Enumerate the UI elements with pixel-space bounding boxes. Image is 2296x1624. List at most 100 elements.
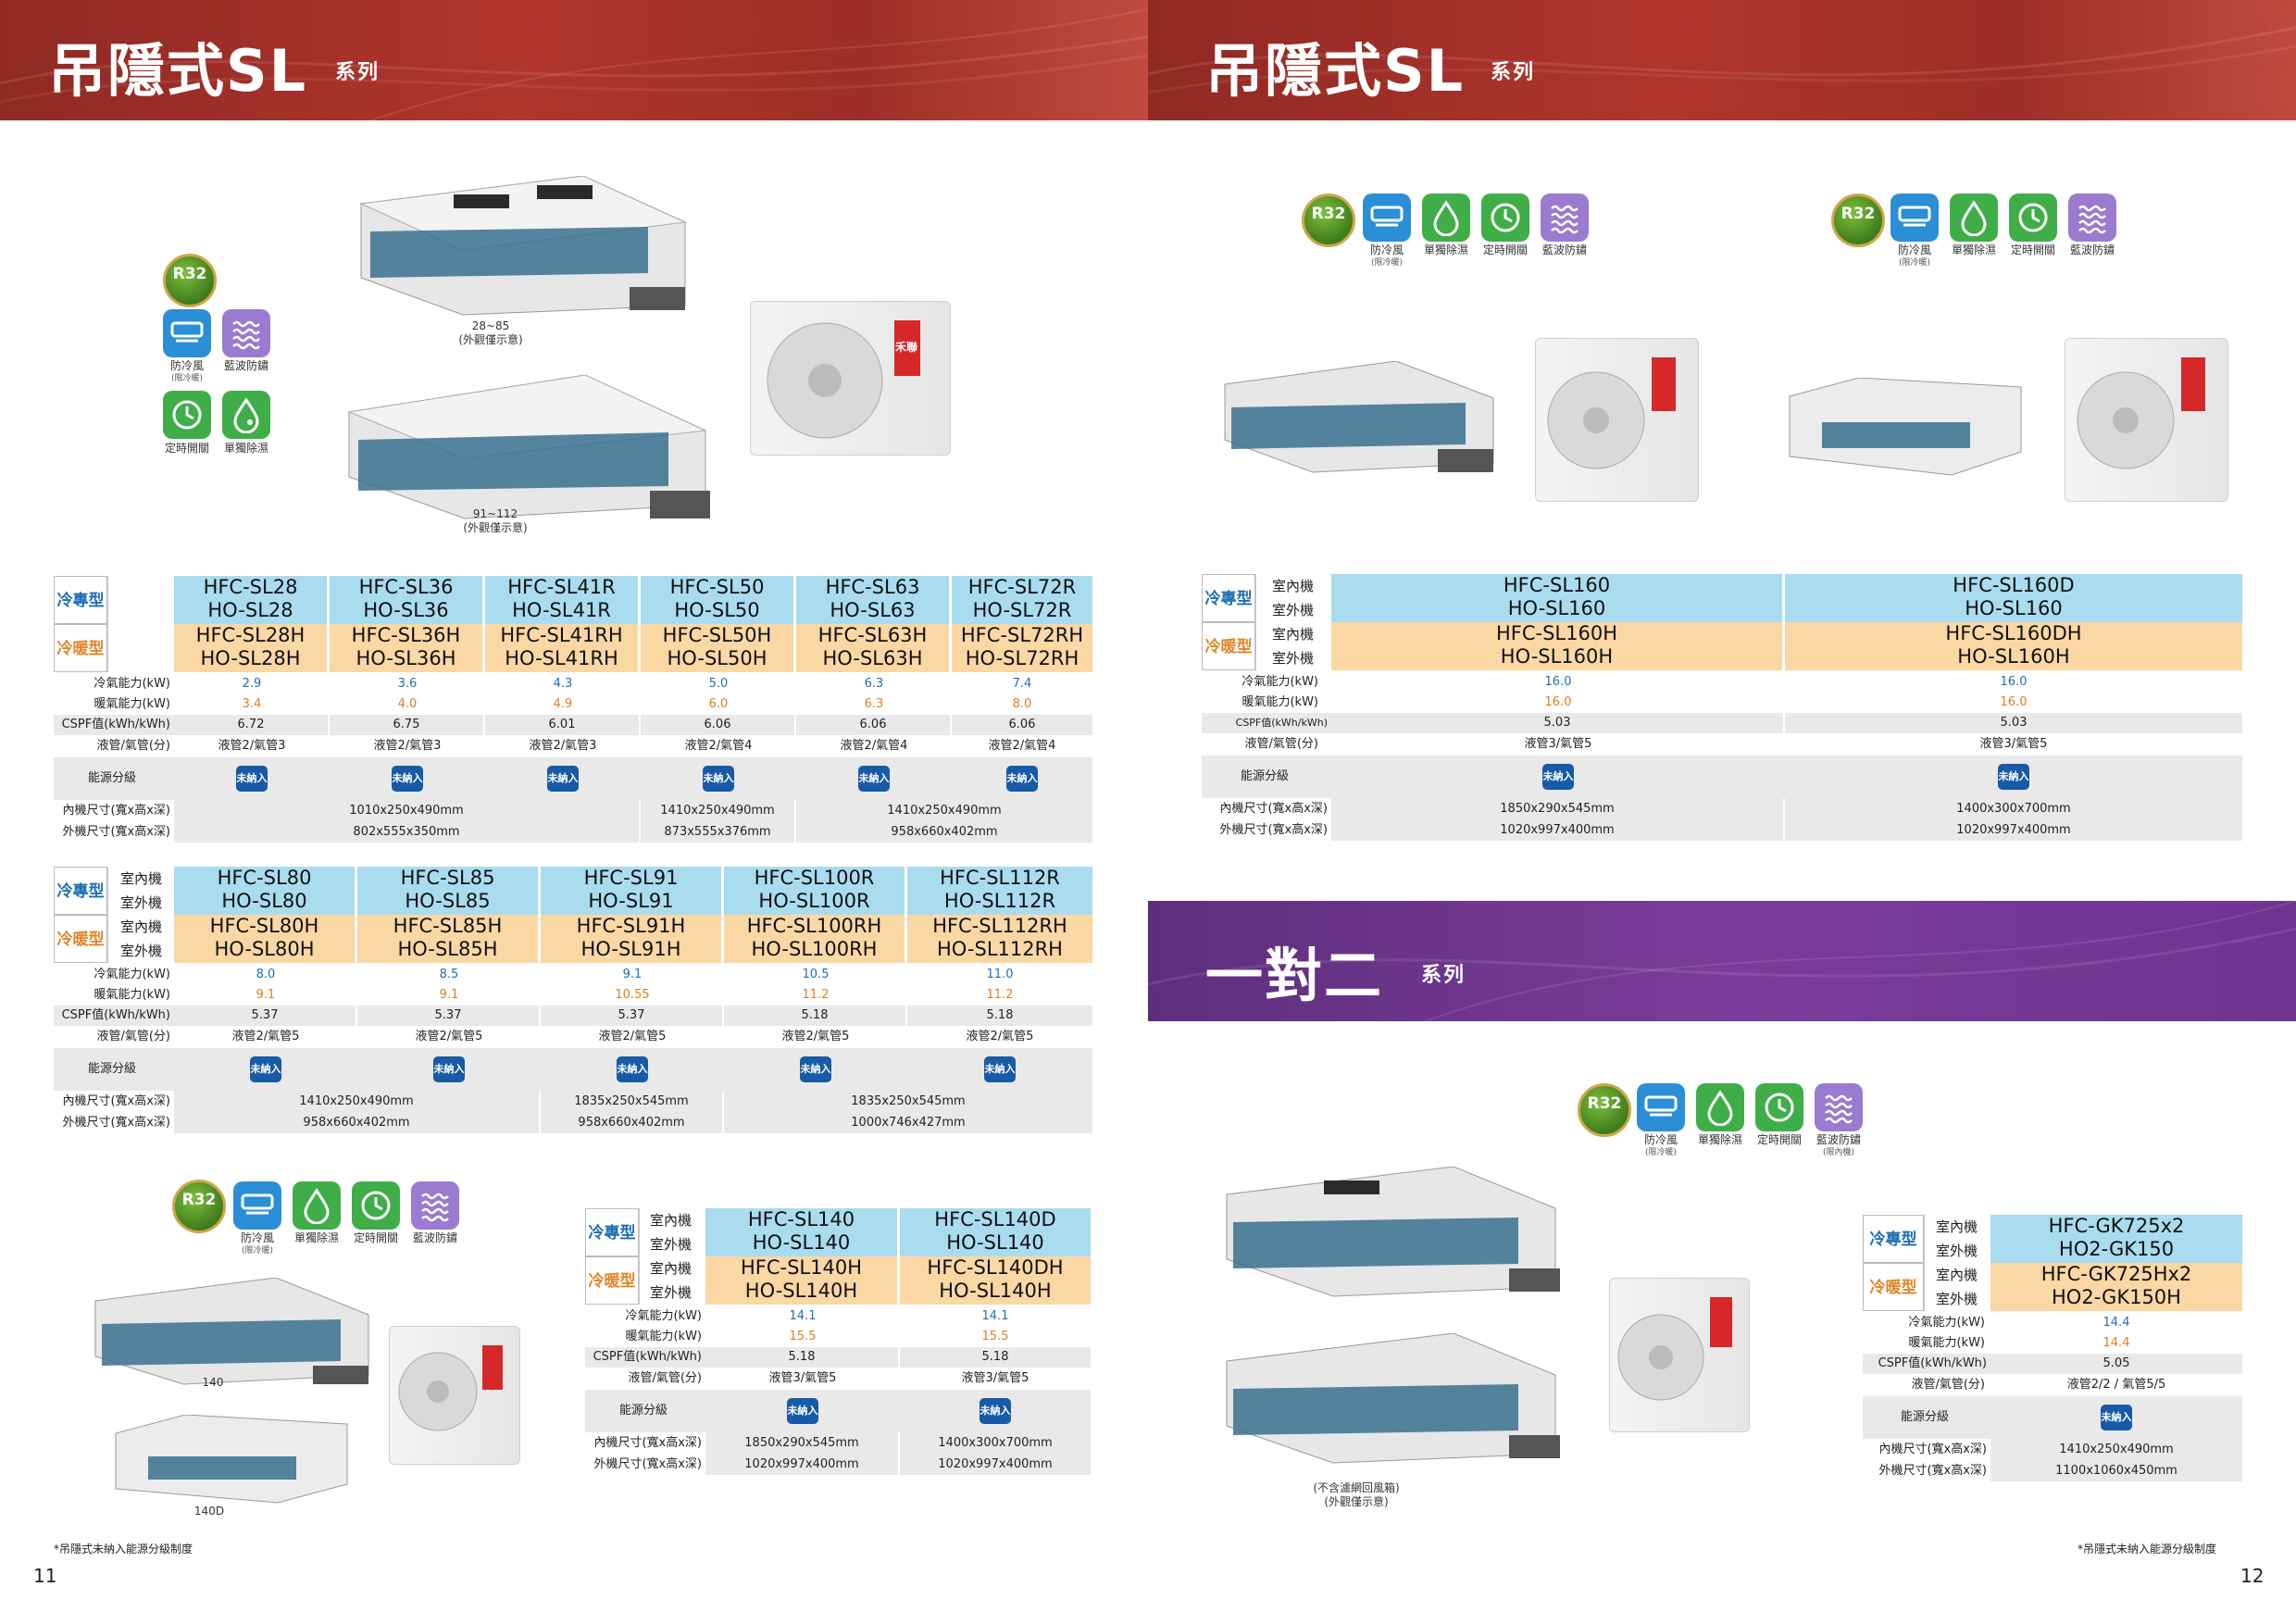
outdoor-dim-value: 1020x997x400mm bbox=[705, 1454, 900, 1475]
anti-rust-label: 藍波防鏽 bbox=[412, 1231, 457, 1244]
anti-cold-label: 防冷風(限冷暖) bbox=[1897, 244, 1931, 268]
cool-cap-value: 10.5 bbox=[802, 968, 830, 981]
cspf-value: 5.18 bbox=[907, 1006, 1092, 1026]
r32-badge-icon: R32 bbox=[1578, 1083, 1631, 1137]
anti-rust-icon bbox=[1541, 194, 1589, 242]
cool-cap-value: 4.3 bbox=[553, 677, 573, 691]
anti-rust-label: 藍波防鏽 bbox=[1541, 244, 1587, 256]
warm-type-label: 冷暖型 bbox=[1863, 1263, 1924, 1311]
row-label-pipe: 液管/氣管(分) bbox=[96, 1030, 170, 1043]
row-label-outdoor-dim: 外機尺寸(寬x高x深) bbox=[62, 825, 170, 839]
cool-cap-value: 9.1 bbox=[622, 968, 643, 981]
left-footnote: *吊隱式未納入能源分級制度 bbox=[54, 1543, 193, 1555]
right-page-subtitle: 系列 bbox=[1491, 61, 1536, 84]
outdoor-dim-value: 1100x1060x450mm bbox=[1990, 1460, 2242, 1481]
heat-cap-value: 8.0 bbox=[1012, 697, 1032, 711]
pipe-value: 液管3/氣管5 bbox=[768, 1371, 837, 1385]
feature-icons-gk: R32 防冷風(限冷暖) 單獨除濕 定時開關 藍波防鏽(限內機) bbox=[1578, 1080, 1883, 1163]
pipe-value: 液管3/氣管5 bbox=[1524, 737, 1592, 751]
row-label-cool-cap: 冷氣能力(kW) bbox=[625, 1309, 702, 1323]
row-label-heat-cap: 暖氣能力(kW) bbox=[625, 1330, 702, 1343]
cspf-value: 5.37 bbox=[174, 1006, 357, 1026]
energy-cell bbox=[1331, 756, 2242, 798]
row-label-pipe: 液管/氣管(分) bbox=[1911, 1378, 1985, 1392]
duct-unit-140-image bbox=[94, 1278, 369, 1385]
row-label-outdoor-dim: 外機尺寸(寬x高x深) bbox=[1878, 1464, 1987, 1478]
cool-type-label: 冷專型 bbox=[1202, 574, 1255, 622]
dehumidify-label: 單獨除濕 bbox=[293, 1231, 339, 1244]
heat-cap-value: 14.4 bbox=[2103, 1336, 2130, 1350]
cool-type-label: 冷專型 bbox=[54, 867, 107, 915]
cool-cap-value: 3.6 bbox=[397, 677, 418, 691]
row-label-heat-cap: 暖氣能力(kW) bbox=[1242, 695, 1318, 709]
indoor-label: 室內機 bbox=[107, 867, 174, 891]
timer-label: 定時開關 bbox=[1756, 1133, 1802, 1146]
anti-rust-icon bbox=[1815, 1083, 1863, 1131]
pipe-value: 液管2/氣管3 bbox=[218, 739, 286, 753]
dehumidify-icon bbox=[1422, 194, 1470, 242]
anti-rust-icon bbox=[411, 1181, 459, 1230]
energy-badge: 未納入 bbox=[174, 766, 330, 792]
heat-cap-value: 11.2 bbox=[986, 988, 1014, 1002]
anti-cold-wind-icon bbox=[1363, 194, 1411, 242]
warm-type-label: 冷暖型 bbox=[585, 1256, 639, 1305]
warm-type-label: 冷暖型 bbox=[54, 915, 107, 963]
row-label-cool-cap: 冷氣能力(kW) bbox=[1242, 675, 1318, 689]
anti-rust-icon bbox=[2068, 194, 2116, 242]
row-label-indoor-dim: 內機尺寸(寬x高x深) bbox=[62, 804, 170, 818]
indoor-dim-value: 1400x300x700mm bbox=[900, 1432, 1091, 1454]
cool-cap-value: 7.4 bbox=[1012, 677, 1032, 691]
dehumidify-label: 單獨除濕 bbox=[1951, 244, 1996, 256]
pipe-value: 液管2/氣管5 bbox=[781, 1030, 850, 1043]
cool-cap-value: 16.0 bbox=[2000, 675, 2028, 689]
r32-badge-icon: R32 bbox=[1302, 194, 1355, 247]
cspf-value: 6.06 bbox=[796, 715, 952, 735]
timer-icon bbox=[163, 391, 211, 439]
anti-cold-label: 防冷風(限冷暖) bbox=[1369, 244, 1404, 268]
heat-cap-value: 9.1 bbox=[439, 988, 459, 1002]
row-label-indoor-dim: 內機尺寸(寬x高x深) bbox=[593, 1436, 702, 1450]
row-label-heat-cap: 暖氣能力(kW) bbox=[94, 988, 170, 1002]
cspf-value: 6.75 bbox=[330, 715, 485, 735]
row-label-outdoor-dim: 外機尺寸(寬x高x深) bbox=[1219, 823, 1328, 837]
cspf-value: 5.03 bbox=[1331, 713, 1785, 733]
warm-type-label: 冷暖型 bbox=[54, 624, 107, 672]
energy-badge: 未納入 bbox=[357, 1056, 541, 1082]
cool-cap-value: 14.1 bbox=[981, 1309, 1009, 1323]
row-label-indoor-dim: 內機尺寸(寬x高x深) bbox=[1219, 802, 1328, 816]
pipe-value: 液管2/氣管5 bbox=[966, 1030, 1034, 1043]
anti-cold-wind-icon bbox=[1637, 1083, 1685, 1131]
anti-cold-label: 防冷風(限冷暖) bbox=[169, 359, 204, 383]
row-label-cspf: CSPF值(kWh/kWh) bbox=[1202, 713, 1331, 733]
cool-type-label: 冷專型 bbox=[1863, 1215, 1924, 1263]
indoor-dim-value: 1850x290x545mm bbox=[1331, 798, 1785, 819]
indoor-label: 室內機 bbox=[1924, 1263, 1989, 1287]
row-label-indoor-dim: 內機尺寸(寬x高x深) bbox=[62, 1094, 170, 1108]
energy-badge: 未納入 bbox=[724, 1056, 907, 1082]
pipe-value: 液管2/氣管4 bbox=[684, 739, 753, 753]
spec-table-1: 冷專型 冷暖型 室內機 室外機 室內機 室外機 HFC-SL28HO-SL28 … bbox=[54, 576, 1092, 843]
brand-logo-small: 禾聯 bbox=[895, 341, 918, 354]
row-label-heat-cap: 暖氣能力(kW) bbox=[1908, 1336, 1985, 1350]
outdoor-unit-160-image bbox=[1535, 338, 1699, 502]
indoor-dim-value: 1850x290x545mm bbox=[705, 1432, 900, 1454]
cspf-value: 5.03 bbox=[1785, 713, 2242, 733]
